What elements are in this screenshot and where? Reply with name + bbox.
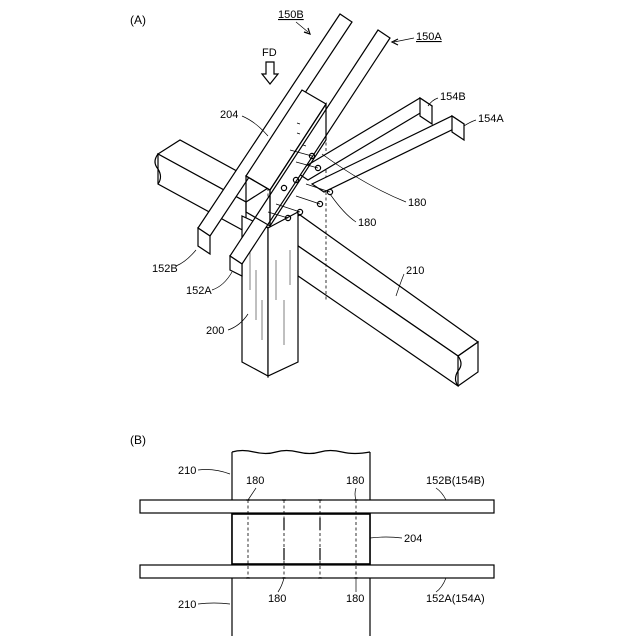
label-180-upper: 180 [408,197,426,209]
label-150A: 150A [416,31,442,43]
fd-label: FD [262,47,277,59]
label-210-top: 210 [178,465,196,477]
label-210: 210 [406,265,424,277]
beam-152B-154B [140,500,494,513]
beam-152A-154A [140,565,494,578]
panel-a-label: (A) [130,13,146,27]
plate-204 [232,514,370,564]
label-204: 204 [220,109,238,121]
label-152A: 152A [186,285,212,297]
label-152B-154B: 152B(154B) [426,475,485,487]
label-154B: 154B [440,91,466,103]
label-180-top-left: 180 [246,475,264,487]
panel-b: (B) 210 180 180 152B(154B) [130,433,494,636]
label-152A-154A: 152A(154A) [426,593,485,605]
panel-a: (A) [130,9,504,386]
label-204-b: 204 [404,533,422,545]
leader-150B-arrow [296,22,308,32]
label-180-bottom-right: 180 [346,593,364,605]
panel-b-label: (B) [130,433,146,447]
label-210-bottom: 210 [178,599,196,611]
label-150B: 150B [278,9,304,21]
label-180-top-right: 180 [346,475,364,487]
label-154A: 154A [478,113,504,125]
beam-210 [272,215,478,386]
fd-arrow-icon [262,62,278,84]
label-180-bottom-left: 180 [268,593,286,605]
label-180-lower: 180 [358,217,376,229]
label-152B: 152B [152,263,178,275]
label-200: 200 [206,325,224,337]
